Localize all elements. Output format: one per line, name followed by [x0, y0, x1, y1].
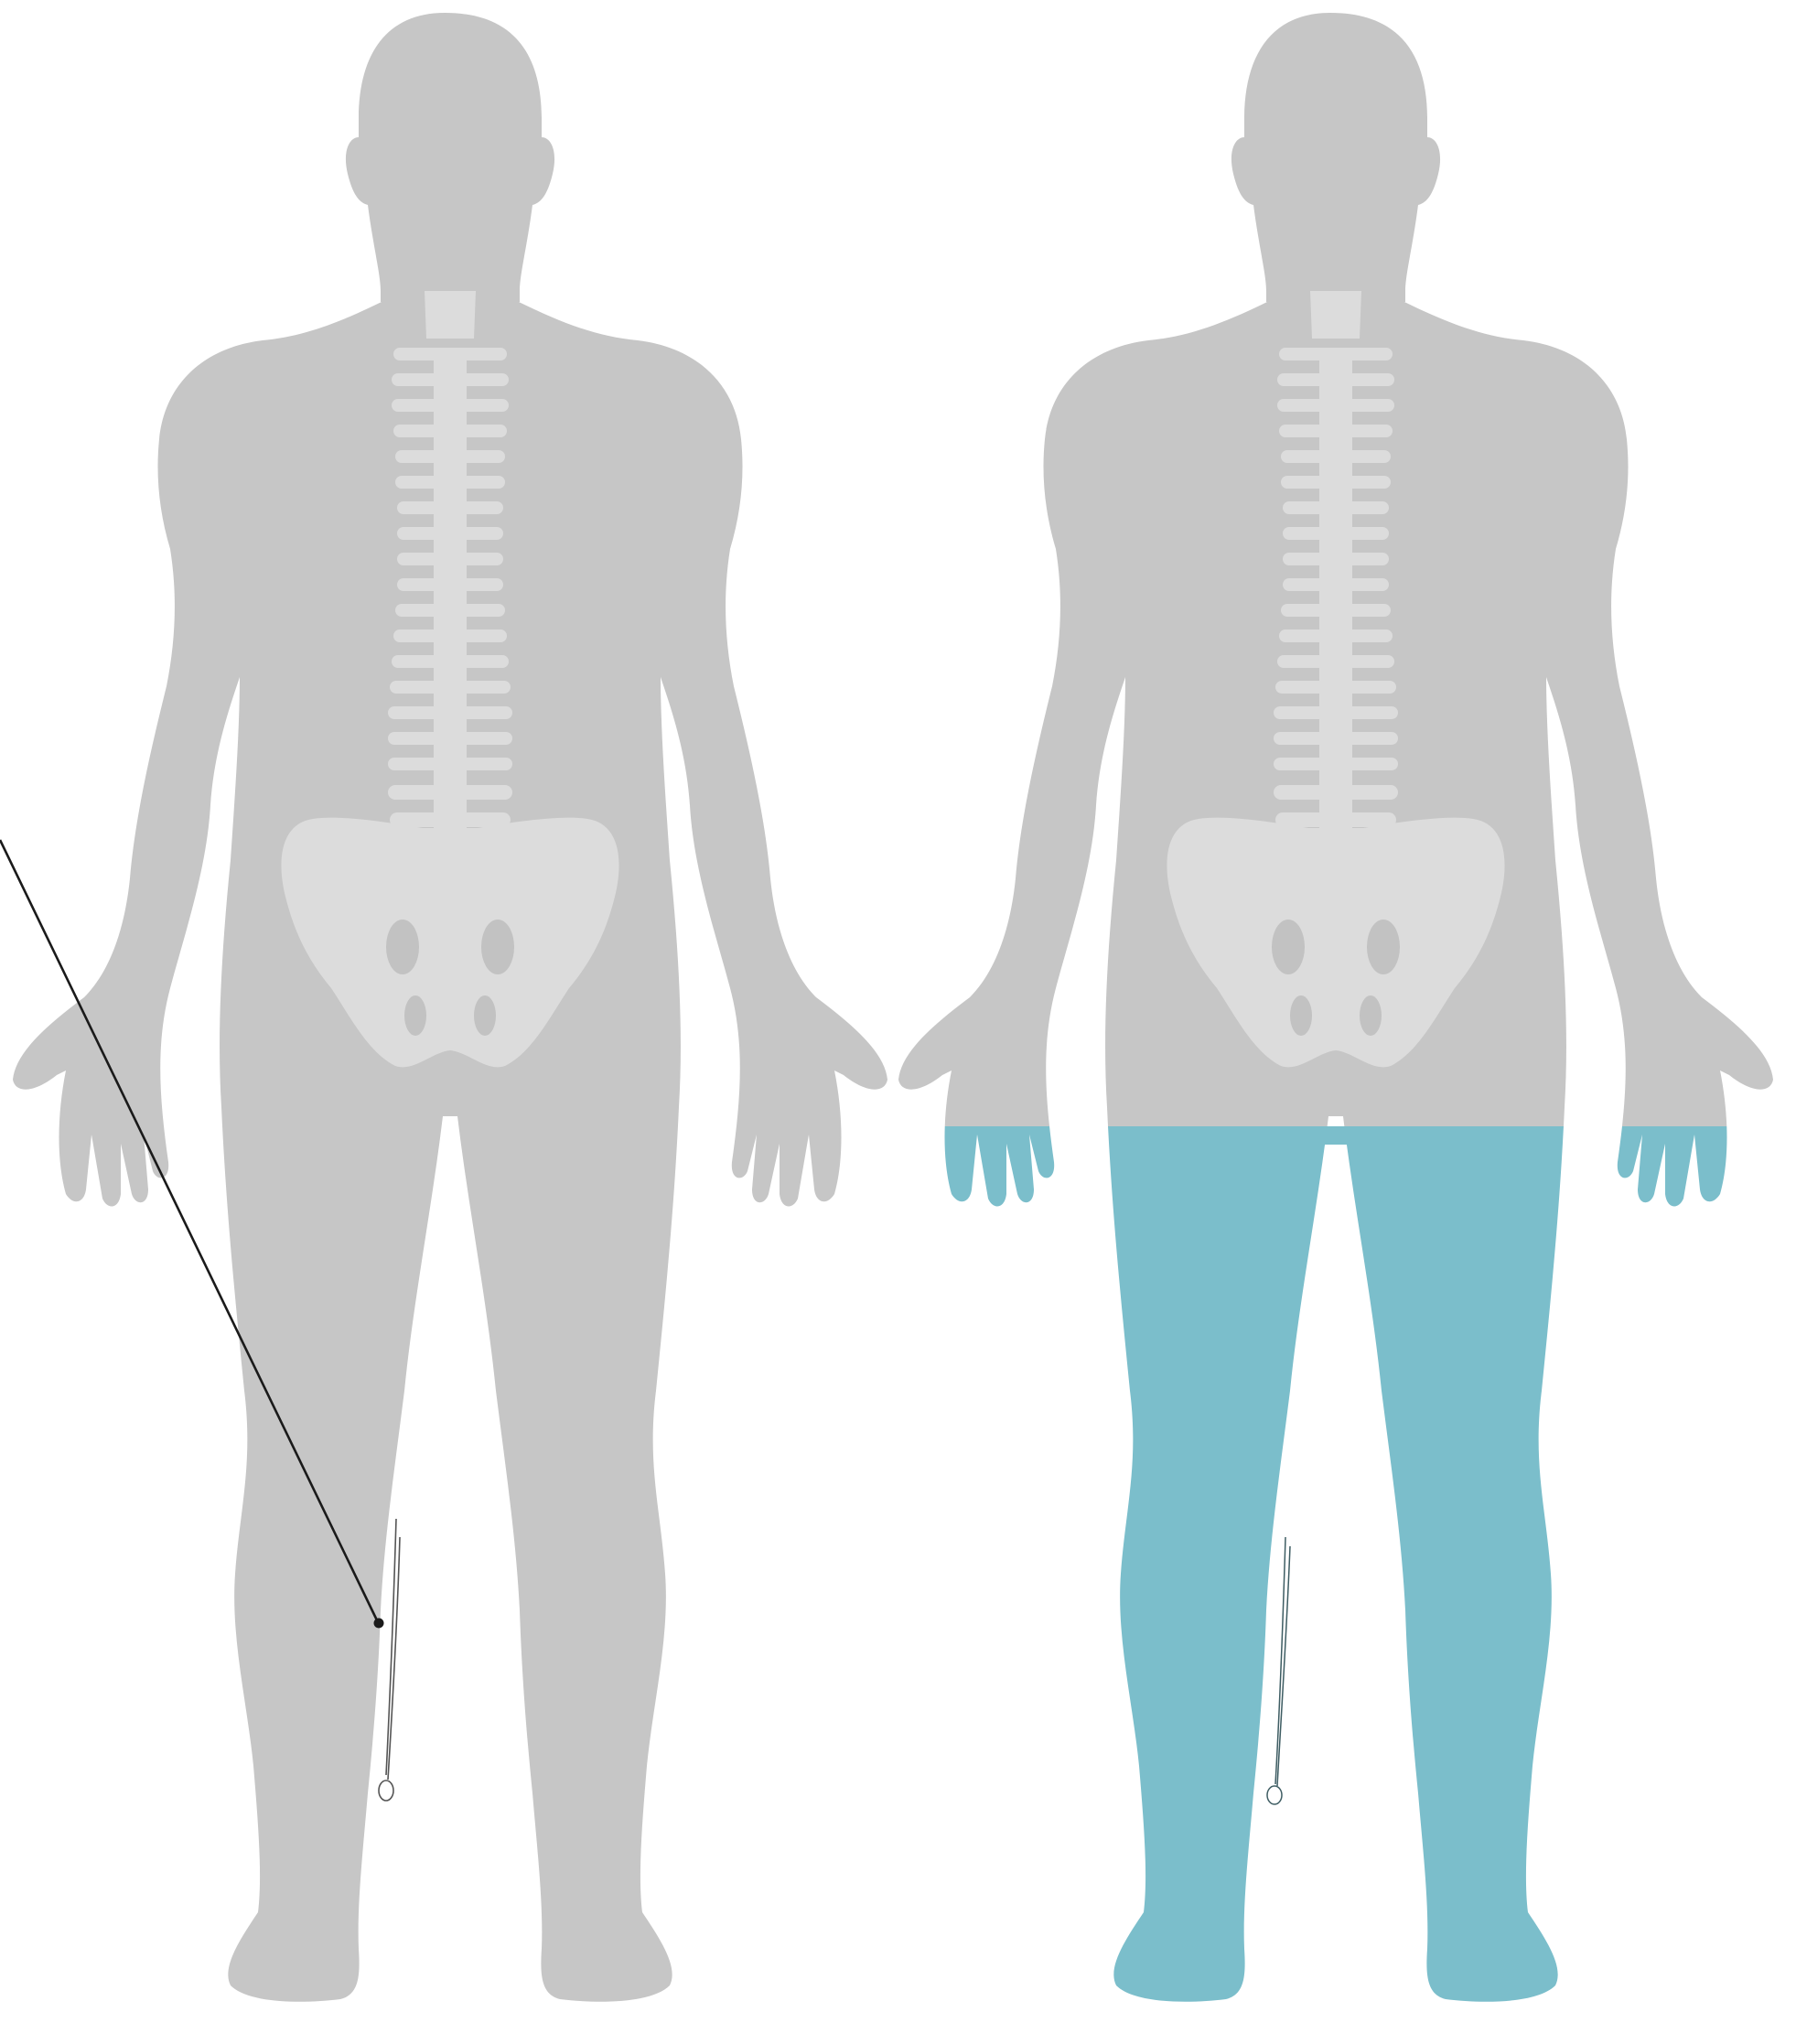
figure-left	[13, 13, 887, 2002]
pointer-dot-icon	[374, 1619, 384, 1629]
highlight-band	[1125, 1126, 1546, 1145]
figure-right	[898, 13, 1773, 2002]
nerve-path-icon	[1267, 1537, 1290, 1804]
